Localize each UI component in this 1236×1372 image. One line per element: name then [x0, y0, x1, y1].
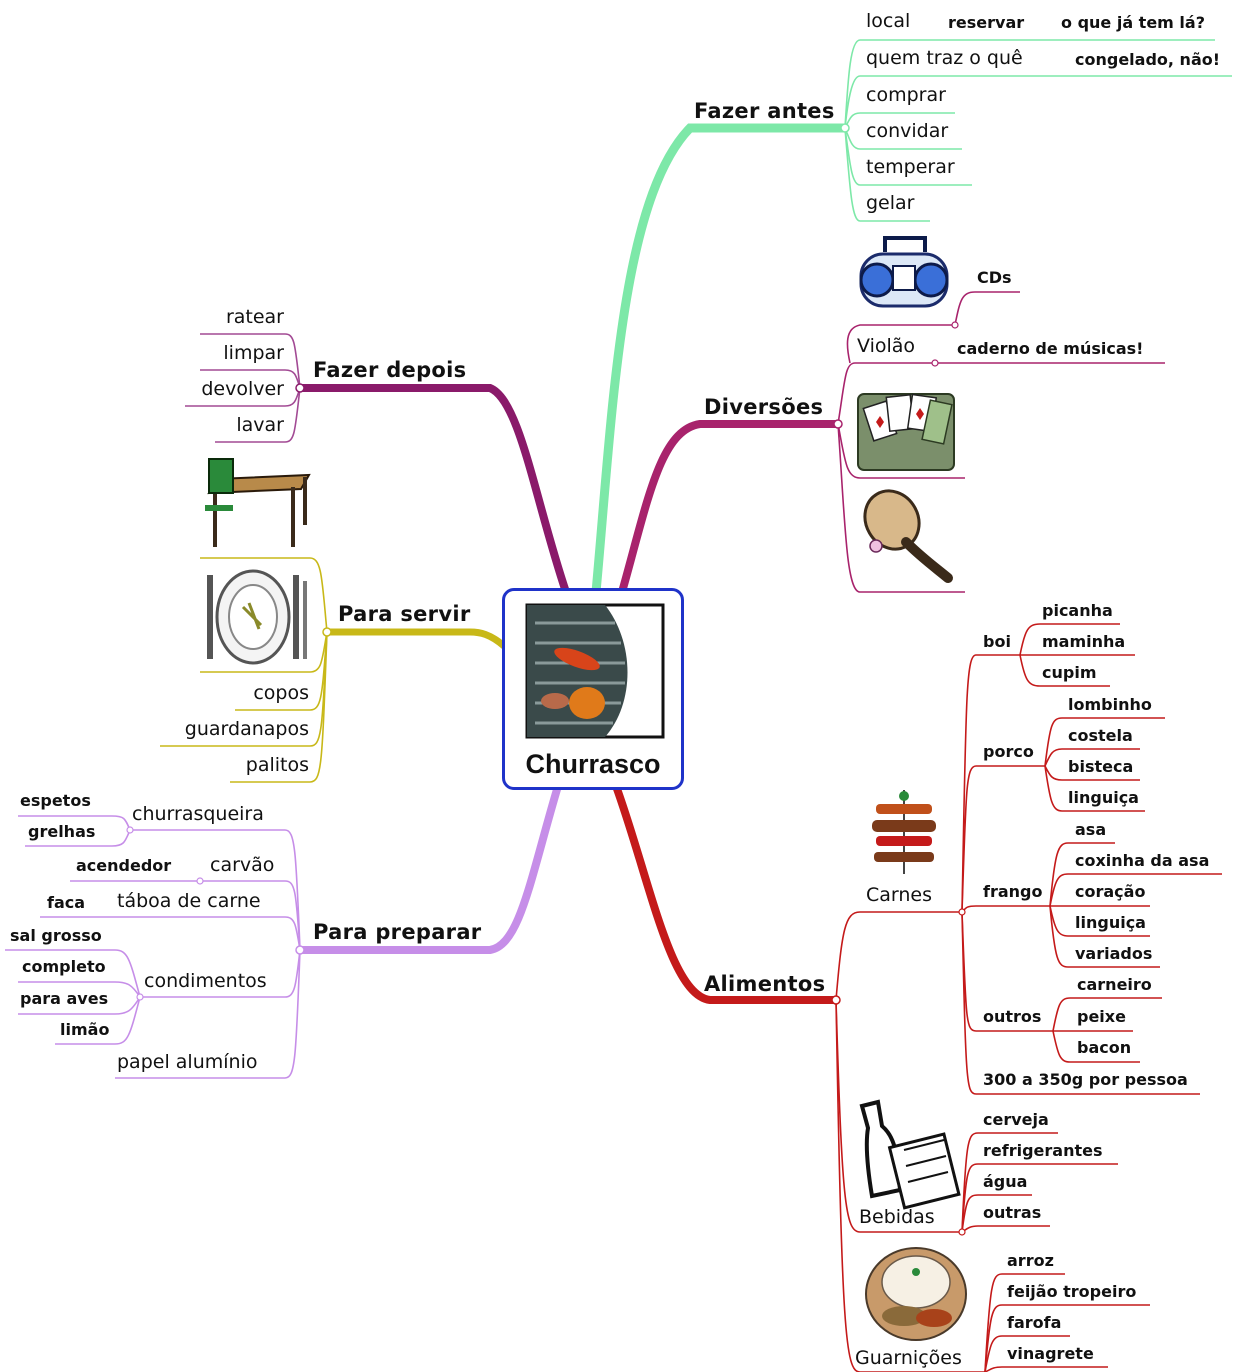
kebab-icon: [872, 790, 936, 874]
node-local[interactable]: local: [866, 10, 911, 32]
node-taboa[interactable]: táboa de carne: [117, 890, 261, 912]
node-convidar[interactable]: convidar: [866, 120, 949, 142]
node-ratear[interactable]: ratear: [225, 306, 284, 328]
node-o-que-ja-tem-la[interactable]: o que já tem lá?: [1061, 13, 1205, 32]
diversoes-trunk: [618, 420, 842, 596]
node-refrigerantes[interactable]: refrigerantes: [983, 1141, 1103, 1160]
node-faca[interactable]: faca: [47, 893, 86, 912]
node-vinagrete[interactable]: vinagrete: [1007, 1344, 1094, 1363]
node-maminha[interactable]: maminha: [1042, 632, 1126, 651]
node-reservar[interactable]: reservar: [948, 13, 1025, 32]
node-congelado[interactable]: congelado, não!: [1075, 50, 1221, 69]
node-espetos[interactable]: espetos: [20, 791, 91, 810]
node-boi[interactable]: boi: [983, 632, 1011, 651]
branch-para-servir[interactable]: Para servir: [338, 602, 471, 626]
node-bacon[interactable]: bacon: [1077, 1038, 1132, 1057]
node-outras[interactable]: outras: [983, 1203, 1042, 1222]
node-guarnicoes[interactable]: Guarnições: [855, 1347, 962, 1369]
radio-icon: [859, 236, 949, 308]
node-completo[interactable]: completo: [22, 957, 106, 976]
node-variados[interactable]: variados: [1075, 944, 1153, 963]
central-title: Churrasco: [525, 749, 661, 779]
grill-icon: [525, 603, 665, 739]
plate-cutlery-icon: [207, 569, 307, 665]
node-asa[interactable]: asa: [1075, 820, 1107, 839]
node-temperar[interactable]: temperar: [866, 156, 955, 178]
node-linguica-porco[interactable]: linguiça: [1068, 788, 1139, 807]
para-servir-trunk: [323, 628, 508, 650]
node-carvao[interactable]: carvão: [210, 854, 275, 876]
branch-fazer-depois[interactable]: Fazer depois: [313, 358, 467, 382]
food-platter-icon: [865, 1247, 967, 1341]
node-cupim[interactable]: cupim: [1042, 663, 1097, 682]
fazer-antes-trunk: [591, 123, 850, 597]
node-cds[interactable]: CDs: [977, 268, 1012, 287]
node-lavar[interactable]: lavar: [236, 414, 284, 436]
paddle-ball-icon: [863, 489, 953, 583]
node-sal-grosso[interactable]: sal grosso: [10, 926, 102, 945]
node-bebidas[interactable]: Bebidas: [859, 1206, 935, 1228]
node-coxinha[interactable]: coxinha da asa: [1075, 851, 1210, 870]
node-carneiro[interactable]: carneiro: [1077, 975, 1152, 994]
node-caderno[interactable]: caderno de músicas!: [957, 339, 1144, 358]
node-comprar[interactable]: comprar: [866, 84, 946, 106]
node-lombinho[interactable]: lombinho: [1068, 695, 1152, 714]
node-arroz[interactable]: arroz: [1007, 1251, 1054, 1270]
branch-diversoes[interactable]: Diversões: [704, 395, 824, 419]
table-icon: [205, 458, 311, 547]
central-node[interactable]: Churrasco: [502, 588, 684, 790]
branch-para-preparar[interactable]: Para preparar: [313, 920, 482, 944]
node-feijao[interactable]: feijão tropeiro: [1007, 1282, 1137, 1301]
node-cerveja[interactable]: cerveja: [983, 1110, 1049, 1129]
node-copos[interactable]: copos: [253, 682, 309, 704]
node-condimentos[interactable]: condimentos: [144, 970, 267, 992]
node-carnes[interactable]: Carnes: [866, 884, 933, 906]
node-grelhas[interactable]: grelhas: [28, 822, 96, 841]
node-guardanapos[interactable]: guardanapos: [184, 718, 309, 740]
branch-alimentos[interactable]: Alimentos: [704, 972, 826, 996]
node-churrasqueira[interactable]: churrasqueira: [132, 803, 264, 825]
node-bisteca[interactable]: bisteca: [1068, 757, 1134, 776]
para-preparar-trunk: [296, 782, 562, 954]
node-limpar[interactable]: limpar: [223, 342, 284, 364]
node-acendedor[interactable]: acendedor: [76, 856, 172, 875]
node-frango[interactable]: frango: [983, 882, 1043, 901]
node-quem-traz[interactable]: quem traz o quê: [866, 47, 1023, 69]
node-peixe[interactable]: peixe: [1077, 1007, 1126, 1026]
node-por-pessoa[interactable]: 300 a 350g por pessoa: [983, 1070, 1188, 1089]
node-agua[interactable]: água: [983, 1172, 1028, 1191]
node-palitos[interactable]: palitos: [245, 754, 309, 776]
branch-fazer-antes[interactable]: Fazer antes: [694, 99, 835, 123]
node-coracao[interactable]: coração: [1075, 882, 1146, 901]
bottles-crate-icon: [859, 1099, 961, 1210]
node-outros[interactable]: outros: [983, 1007, 1042, 1026]
playing-cards-icon: [857, 393, 955, 471]
node-devolver[interactable]: devolver: [201, 378, 284, 400]
node-linguica-frango[interactable]: linguiça: [1075, 913, 1146, 932]
node-porco[interactable]: porco: [983, 742, 1034, 761]
node-gelar[interactable]: gelar: [866, 192, 915, 214]
node-picanha[interactable]: picanha: [1042, 601, 1113, 620]
node-papel[interactable]: papel alumínio: [117, 1051, 258, 1073]
fazer-depois-trunk: [296, 384, 570, 596]
node-para-aves[interactable]: para aves: [20, 989, 109, 1008]
node-costela[interactable]: costela: [1068, 726, 1133, 745]
node-farofa[interactable]: farofa: [1007, 1313, 1062, 1332]
node-violao[interactable]: Violão: [857, 335, 916, 357]
alimentos-trunk: [612, 782, 840, 1004]
node-limao[interactable]: limão: [60, 1020, 110, 1039]
